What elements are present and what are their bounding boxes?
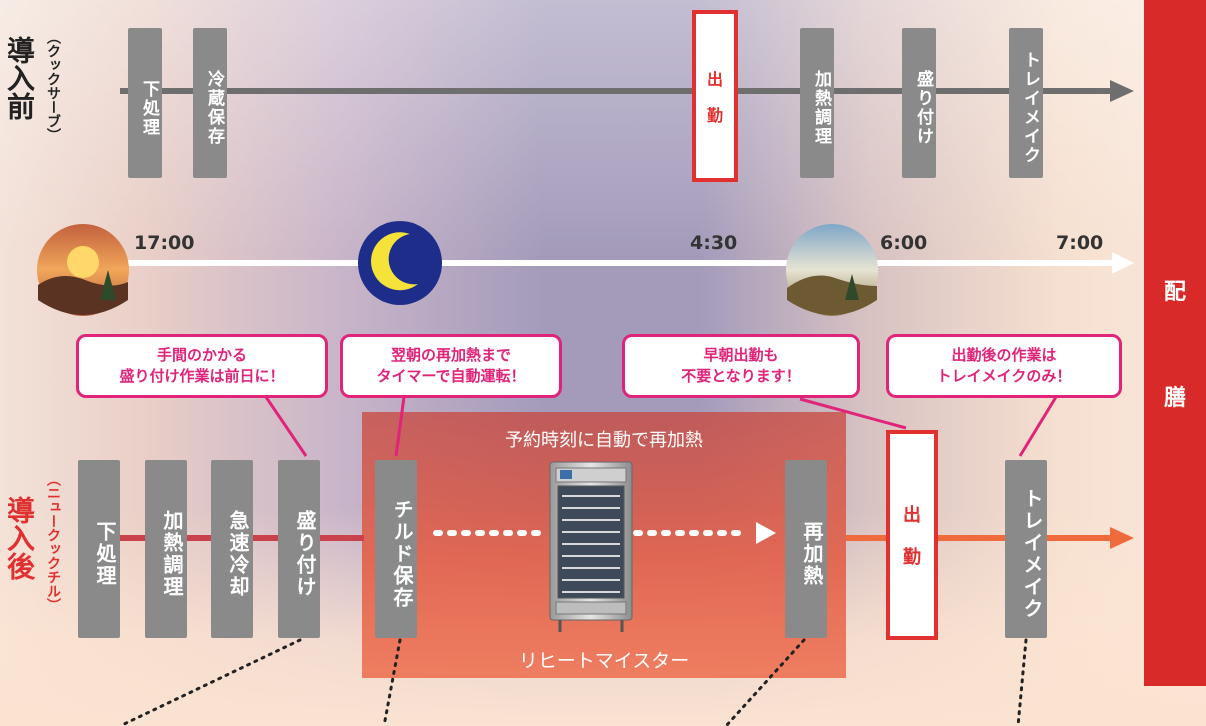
bubble2-line1: 翌朝の再加熱まで [390, 346, 511, 364]
after-step-cooking: 加熱調理 [145, 460, 187, 638]
bubble2-pointer [394, 396, 406, 457]
bubble3-pointer [799, 397, 907, 430]
after-step-reheat: 再加熱 [785, 460, 827, 638]
before-step-cooking: 加熱調理 [800, 28, 834, 178]
bubble1-pointer [264, 396, 308, 457]
before-step-plating: 盛り付け [902, 28, 936, 178]
chilled-arrow-head [756, 522, 776, 544]
bubble4-line2: トレイメイクのみ！ [936, 367, 1072, 385]
before-step-prep: 下処理 [128, 28, 162, 178]
time-0430: 4:30 [690, 232, 738, 254]
moon-icon [358, 221, 442, 305]
bubble1-line1: 手間のかかる [156, 346, 247, 364]
bubble2-line2: タイマーで自動運転！ [376, 367, 526, 385]
before-step-cold-storage: 冷蔵保存 [193, 28, 227, 178]
sunset-icon [37, 224, 129, 316]
bubble-tray-only: 出勤後の作業は トレイメイクのみ！ [886, 334, 1122, 398]
bubble3-line1: 早朝出勤も [703, 346, 779, 364]
after-subtitle: （ニュークックチル） [45, 472, 61, 612]
bubble1-line2: 盛り付け作業は前日に！ [119, 367, 285, 385]
serving-sidebar: 配 膳 [1144, 0, 1206, 686]
after-step-tray: トレイメイク [1005, 460, 1047, 638]
time-0700: 7:00 [1056, 232, 1104, 254]
after-arrow-head [1110, 527, 1134, 549]
after-step-plating: 盛り付け [278, 460, 320, 638]
machine-caption: 予約時刻に自動で再加熱 [505, 430, 703, 451]
after-shift-char-1: 出 [903, 504, 921, 526]
time-arrow-head [1112, 252, 1134, 274]
before-shift-char-2: 勤 [706, 106, 723, 125]
bubble-timer-auto: 翌朝の再加熱まで タイマーで自動運転！ [340, 334, 562, 398]
sidebar-char-1: 配 [1163, 280, 1186, 305]
dotted-line-1 [118, 638, 302, 726]
before-subtitle: （クックサーブ） [45, 30, 61, 142]
before-arrow-head [1110, 80, 1134, 102]
time-0600: 6:00 [880, 232, 928, 254]
dotted-line-3 [724, 638, 806, 726]
dotted-line-2 [382, 638, 402, 726]
before-shift-box: 出 勤 [692, 10, 738, 182]
sunrise-icon [786, 224, 878, 316]
reheat-cabinet-icon [549, 461, 633, 632]
bubble-no-early-shift: 早朝出勤も 不要となります！ [622, 334, 860, 398]
after-shift-box: 出 勤 [886, 430, 938, 640]
after-title: 導入後 [3, 496, 36, 580]
machine-name: リヒートマイスター [518, 650, 690, 672]
bubble-plating-previous-day: 手間のかかる 盛り付け作業は前日に！ [76, 334, 328, 398]
dotted-line-4 [1016, 638, 1028, 726]
before-title: 導入前 [3, 36, 36, 120]
before-shift-char-1: 出 [706, 70, 723, 89]
time-1700: 17:00 [134, 232, 195, 254]
sidebar-char-2: 膳 [1163, 386, 1186, 411]
before-step-tray: トレイメイク [1009, 28, 1043, 178]
bubble4-line1: 出勤後の作業は [951, 346, 1057, 364]
after-shift-char-2: 勤 [903, 547, 921, 569]
after-step-chilled-storage: チルド保存 [375, 460, 417, 638]
after-step-prep: 下処理 [78, 460, 120, 638]
bubble3-line2: 不要となります！ [681, 367, 801, 385]
bubble4-pointer [1018, 396, 1058, 457]
after-step-rapid-cooling: 急速冷却 [211, 460, 253, 638]
